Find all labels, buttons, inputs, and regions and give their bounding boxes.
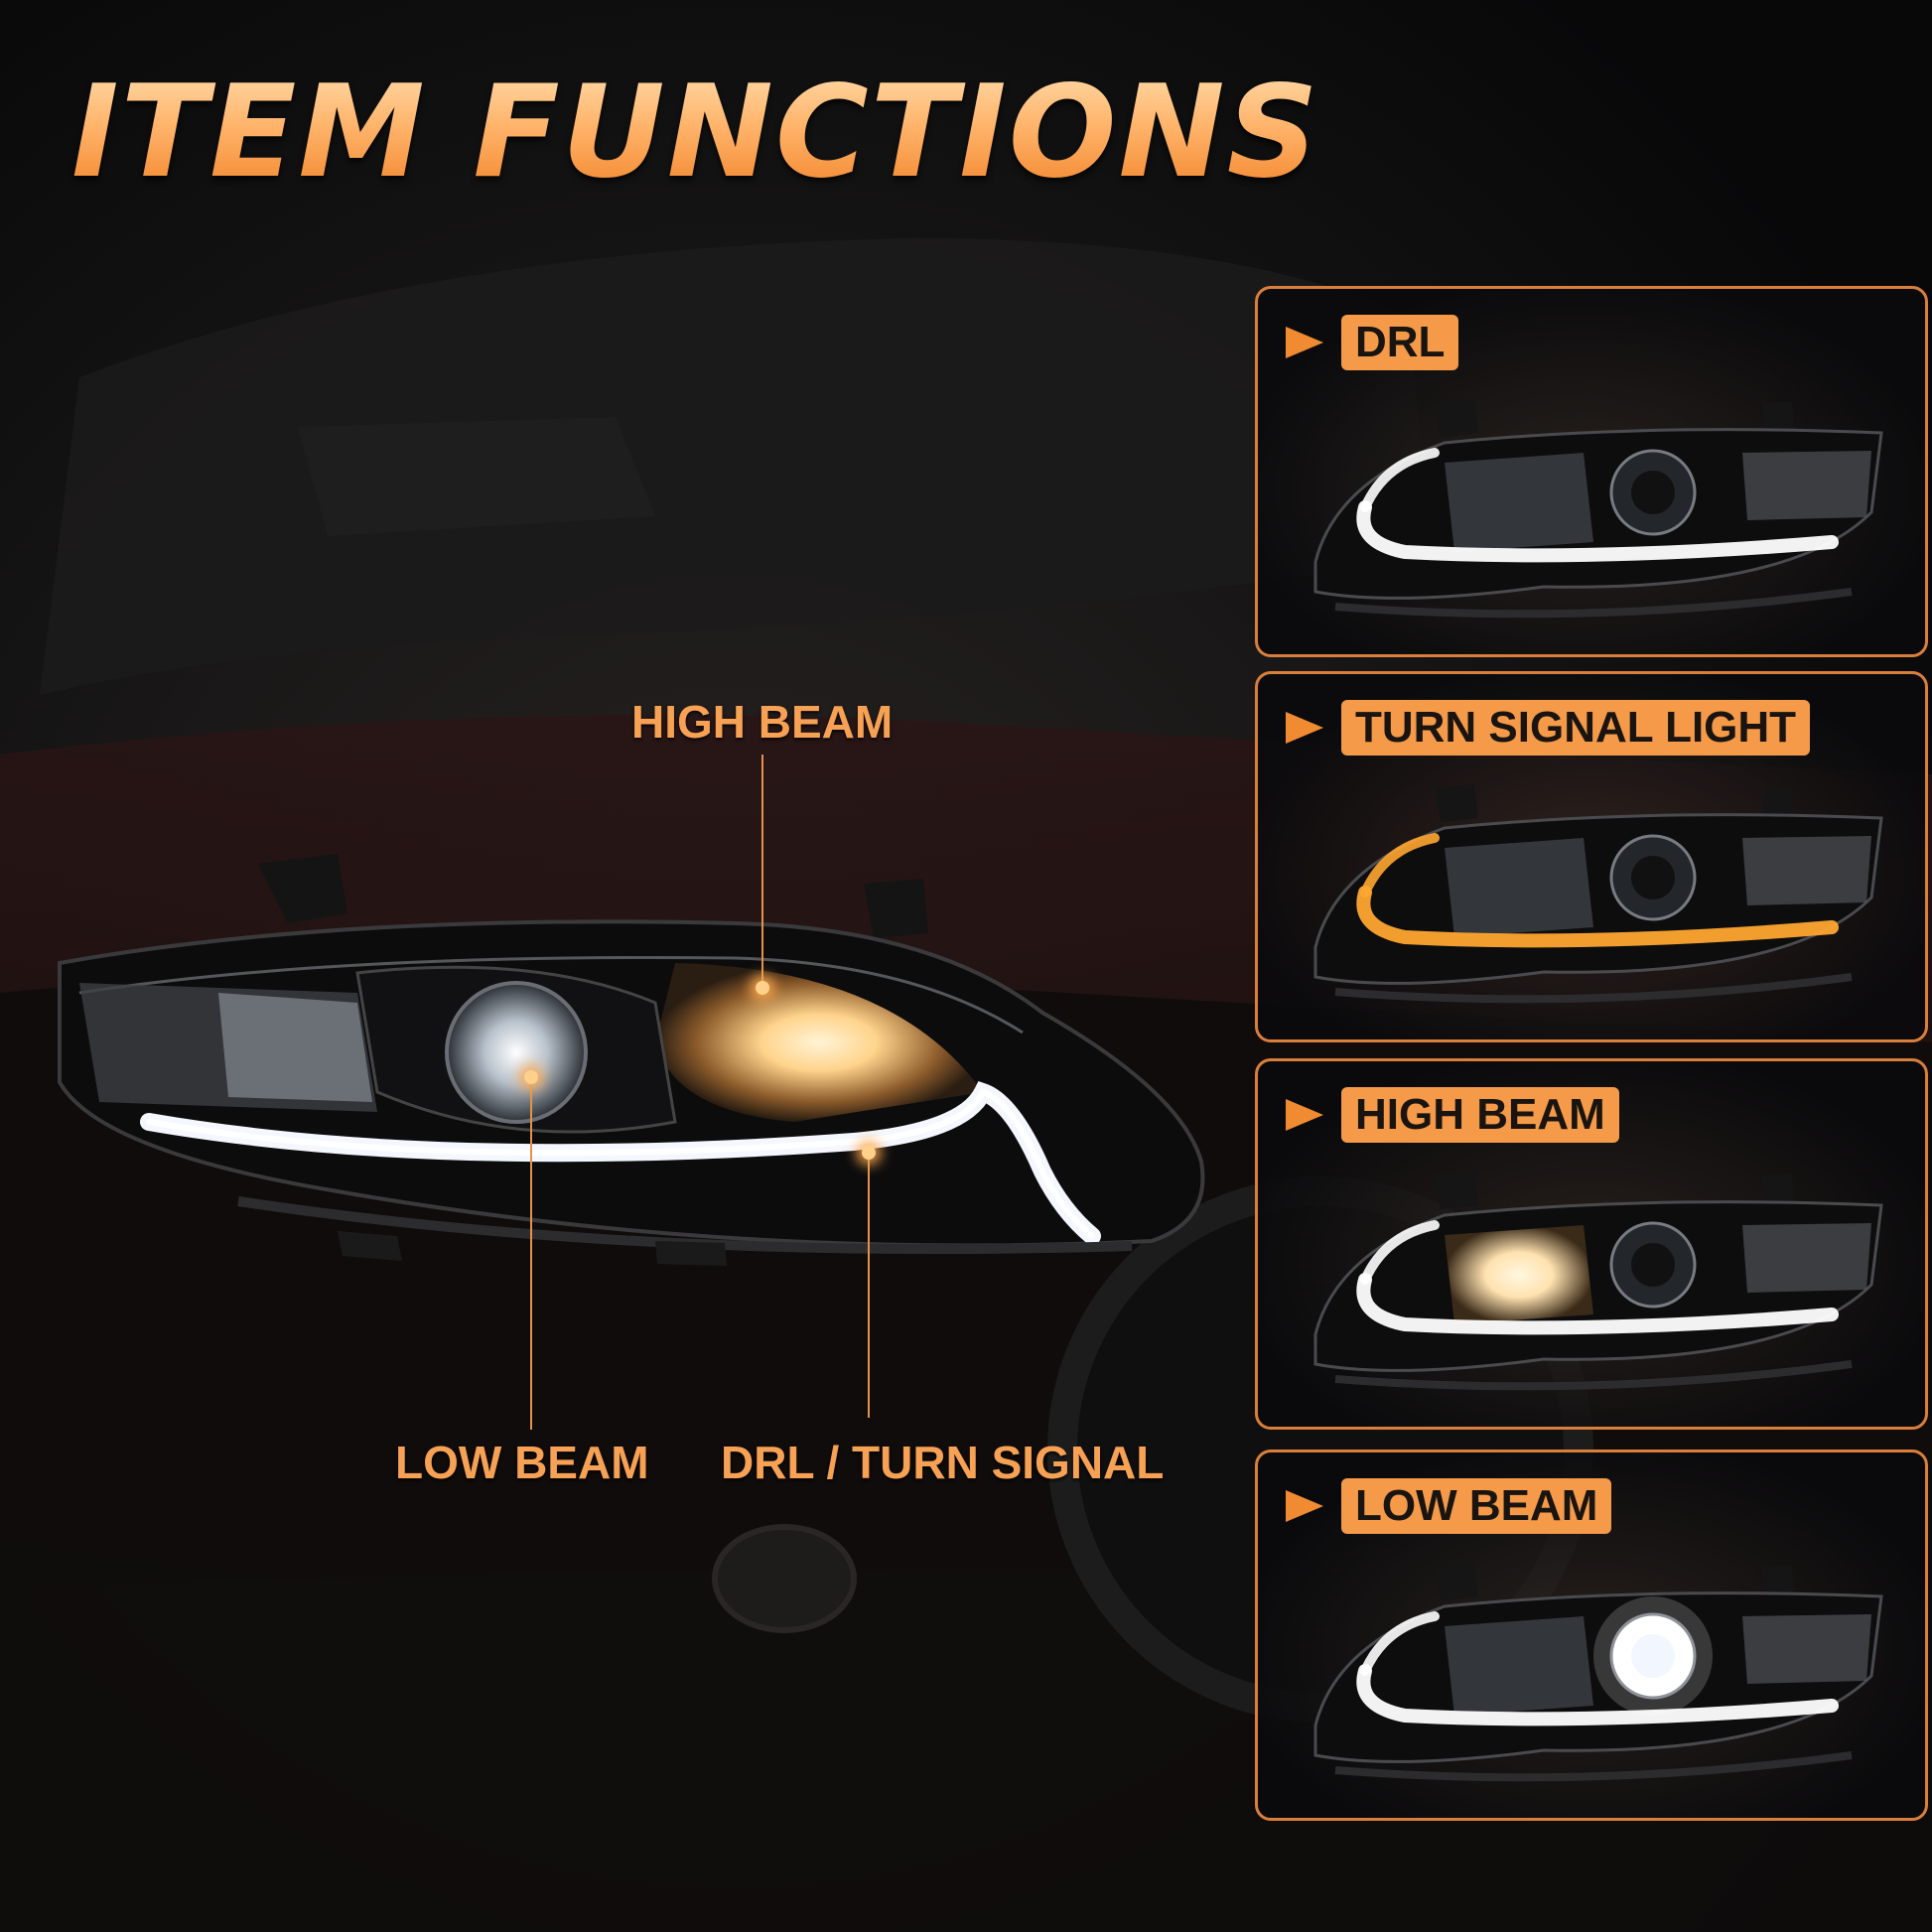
headlight-low-image [1313,1563,1883,1782]
marker-low-beam [524,1070,538,1084]
panel-drl: DRL [1255,286,1928,657]
panel-label: DRL [1341,315,1459,370]
panel-header: TURN SIGNAL LIGHT [1286,700,1811,756]
panel-turn-signal-light: TURN SIGNAL LIGHT [1255,671,1928,1042]
panel-header: LOW BEAM [1286,1478,1612,1534]
arrow-right-icon [1286,1490,1323,1522]
panel-high-beam: HIGH BEAM [1255,1058,1928,1430]
callout-high-beam: HIGH BEAM [631,696,894,748]
panel-label: TURN SIGNAL LIGHT [1341,700,1811,756]
page-title: ITEM FUNCTIONS [71,59,1320,207]
arrow-right-icon [1286,327,1323,358]
arrow-right-icon [1286,1099,1323,1131]
panel-header: HIGH BEAM [1286,1087,1619,1143]
headlight-turn-image [1313,784,1883,1004]
leader-low-beam [530,1080,532,1430]
leader-high-beam [761,755,763,985]
callout-low-beam: LOW BEAM [395,1437,649,1488]
arrow-right-icon [1286,712,1323,744]
panel-label: LOW BEAM [1341,1478,1612,1534]
marker-drl-turn-signal [862,1146,876,1160]
main-headlight-image [58,854,1205,1266]
marker-high-beam [756,981,769,995]
callout-drl-turn-signal: DRL / TURN SIGNAL [721,1437,1165,1488]
panel-label: HIGH BEAM [1341,1087,1619,1143]
leader-drl-turn-signal [868,1156,870,1418]
panel-low-beam: LOW BEAM [1255,1449,1928,1821]
headlight-drl-image [1313,399,1883,619]
headlight-high-image [1313,1172,1883,1391]
panel-header: DRL [1286,315,1459,370]
